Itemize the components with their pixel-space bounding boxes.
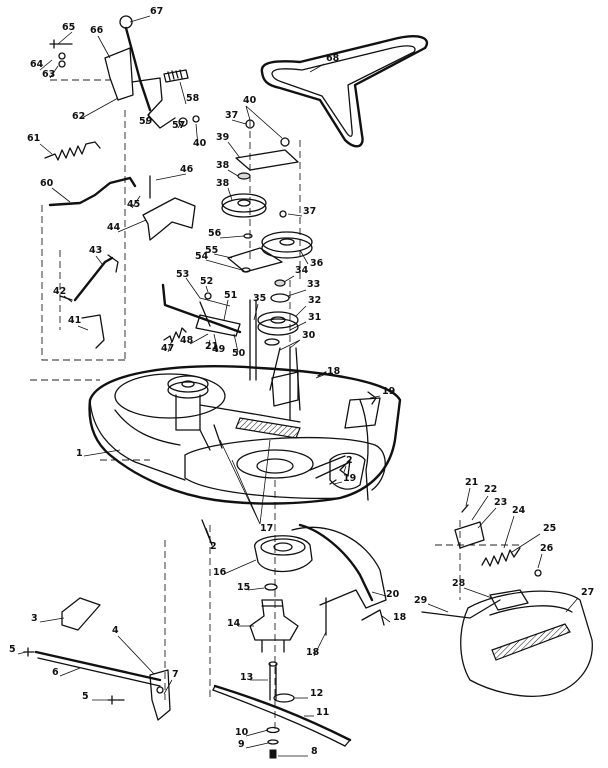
- callout-label-c39: 39: [216, 132, 229, 143]
- lift-rod-and-belt-guide: [48, 175, 196, 241]
- callout-label-c5a: 5: [9, 644, 16, 655]
- blade-shaft-and-blade: [212, 661, 352, 759]
- callout-label-c46: 46: [180, 164, 194, 175]
- callout-label-c66: 66: [90, 25, 104, 36]
- callout-label-c32: 32: [308, 295, 321, 306]
- front-link-assembly: [23, 597, 171, 721]
- callout-label-c19a: 19: [382, 386, 395, 397]
- callout-label-c22: 22: [484, 484, 497, 495]
- callout-label-c60: 60: [40, 178, 54, 189]
- callout-label-c8: 8: [311, 746, 318, 757]
- callout-label-c12: 12: [310, 688, 323, 699]
- deck-hangers: [201, 371, 377, 546]
- callout-label-c58: 58: [186, 93, 200, 104]
- clutch-bracket: [161, 283, 242, 337]
- callout-label-c45: 45: [127, 199, 140, 210]
- callout-label-c30: 30: [302, 330, 316, 341]
- callout-label-c42: 42: [53, 286, 66, 297]
- callout-label-c67: 67: [150, 6, 163, 17]
- mower-deck: [88, 365, 402, 505]
- callout-label-c14: 14: [227, 618, 241, 629]
- callout-label-c25: 25: [543, 523, 556, 534]
- callout-label-c65: 65: [62, 22, 75, 33]
- callout-label-c7: 7: [172, 669, 179, 680]
- callout-label-c29: 29: [414, 595, 427, 606]
- callout-label-c44: 44: [107, 222, 121, 233]
- callout-label-c27: 27: [581, 587, 594, 598]
- callout-label-c51: 51: [224, 290, 237, 301]
- callout-label-c18c: 18: [306, 647, 320, 658]
- callout-label-c15: 15: [237, 582, 250, 593]
- callout-label-c68: 68: [326, 53, 340, 64]
- callout-label-c19b: 19: [343, 473, 356, 484]
- callout-label-c37b: 37: [303, 206, 316, 217]
- callout-label-c59: 59: [139, 116, 152, 127]
- callout-label-c26: 26: [540, 543, 554, 554]
- callout-label-c48: 48: [180, 335, 194, 346]
- callout-label-c3: 3: [31, 613, 38, 624]
- callout-label-c9: 9: [238, 739, 245, 750]
- deck-spindle-pulley: [167, 371, 301, 451]
- callout-label-c13: 13: [240, 672, 253, 683]
- callout-label-c28: 28: [452, 578, 466, 589]
- springs: [44, 141, 521, 567]
- callout-label-c56: 56: [208, 228, 222, 239]
- discharge-chute: [421, 504, 593, 697]
- callout-label-c64: 64: [30, 59, 44, 70]
- callout-label-c6: 6: [52, 667, 59, 678]
- front-hanger-bracket: [291, 523, 387, 636]
- callout-label-c35: 35: [253, 293, 266, 304]
- callout-label-c57: 57: [172, 120, 185, 131]
- callout-label-c38b: 38: [216, 178, 230, 189]
- callout-label-c53: 53: [176, 269, 189, 280]
- lift-linkage: [59, 254, 119, 349]
- callout-label-c54: 54: [195, 251, 209, 262]
- callout-label-c38a: 38: [216, 160, 230, 171]
- callout-label-c40a: 40: [243, 95, 257, 106]
- alignment-dashed-lines: [30, 79, 520, 730]
- lift-lever-assembly: [49, 15, 200, 129]
- callout-label-c16: 16: [213, 567, 227, 578]
- callout-label-c31: 31: [308, 312, 321, 323]
- callout-label-c41: 41: [68, 315, 81, 326]
- callout-label-c63: 63: [42, 69, 55, 80]
- callout-label-c17: 17: [260, 523, 273, 534]
- callout-label-c18a: 18: [327, 366, 341, 377]
- callout-label-c43: 43: [89, 245, 102, 256]
- idler-pulley-assembly: [221, 119, 313, 273]
- callout-label-c33: 33: [307, 279, 320, 290]
- callout-label-c2a: 2: [346, 455, 353, 466]
- callout-label-c10: 10: [235, 727, 249, 738]
- drive-belt: [260, 35, 428, 148]
- callout-label-c52: 52: [200, 276, 213, 287]
- callout-label-c47: 47: [161, 343, 174, 354]
- callout-label-c23: 23: [494, 497, 507, 508]
- callout-label-c4: 4: [112, 625, 119, 636]
- callout-label-c36: 36: [310, 258, 324, 269]
- callout-label-c21b: 21: [465, 477, 478, 488]
- callout-label-c20: 20: [386, 589, 400, 600]
- callout-label-c62: 62: [72, 111, 85, 122]
- callout-label-c18b: 18: [393, 612, 407, 623]
- callout-label-c37a: 37: [225, 110, 238, 121]
- callout-label-c21a: 21: [205, 341, 218, 352]
- callout-label-c55: 55: [205, 245, 218, 256]
- callout-label-c5b: 5: [82, 691, 89, 702]
- callout-label-c40b: 40: [193, 138, 207, 149]
- spindle-assembly: [249, 535, 313, 653]
- callout-label-c11: 11: [316, 707, 329, 718]
- callout-label-c2b: 2: [210, 541, 217, 552]
- callout-label-c49: 49: [212, 344, 225, 355]
- callout-label-c61: 61: [27, 133, 40, 144]
- callout-label-c34: 34: [295, 265, 309, 276]
- leader-lines: [17, 15, 579, 757]
- callout-label-c24: 24: [512, 505, 526, 516]
- callout-label-c1: 1: [76, 448, 83, 459]
- callout-label-c50: 50: [232, 348, 246, 359]
